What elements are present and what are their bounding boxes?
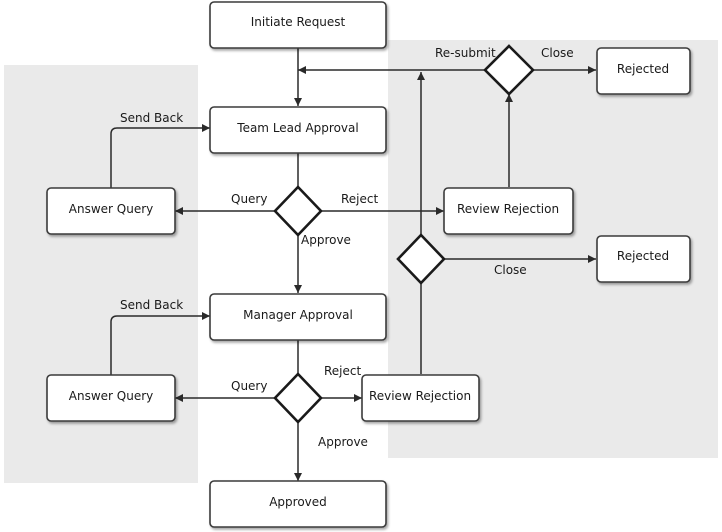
label-close-mid: Close bbox=[494, 263, 527, 277]
node-rejected-mid: Rejected bbox=[596, 235, 691, 283]
node-approved-label: Approved bbox=[269, 495, 327, 509]
node-team-lead-approval: Team Lead Approval bbox=[209, 106, 387, 154]
label-send-back-1: Send Back bbox=[120, 111, 183, 125]
node-team-lead-approval-label: Team Lead Approval bbox=[236, 121, 358, 135]
label-resubmit: Re-submit bbox=[435, 46, 496, 60]
label-query-1: Query bbox=[231, 192, 267, 206]
node-answer-query-1-label: Answer Query bbox=[69, 202, 153, 216]
node-answer-query-2: Answer Query bbox=[46, 374, 176, 422]
node-answer-query-2-label: Answer Query bbox=[69, 389, 153, 403]
node-rejected-top: Rejected bbox=[596, 47, 691, 95]
edge-answerquery2-sendback bbox=[110, 312, 210, 375]
node-review-rejection-1-label: Review Rejection bbox=[457, 202, 559, 216]
node-review-rejection-2: Review Rejection bbox=[361, 374, 480, 422]
node-manager-approval-label: Manager Approval bbox=[243, 308, 353, 322]
label-approve-1: Approve bbox=[301, 233, 351, 247]
node-approved: Approved bbox=[209, 480, 387, 528]
node-answer-query-1: Answer Query bbox=[46, 187, 176, 235]
decisions bbox=[273, 44, 535, 424]
node-manager-approval: Manager Approval bbox=[209, 293, 387, 341]
label-close-top: Close bbox=[541, 46, 574, 60]
node-rejected-top-label: Rejected bbox=[617, 62, 669, 76]
label-reject-2: Reject bbox=[324, 364, 361, 378]
decision-diamond-team-lead bbox=[273, 185, 323, 237]
node-initiate-request: Initiate Request bbox=[209, 1, 387, 49]
label-query-2: Query bbox=[231, 379, 267, 393]
label-reject-1: Reject bbox=[341, 192, 378, 206]
node-review-rejection-2-label: Review Rejection bbox=[369, 389, 471, 403]
decision-diamond-manager bbox=[273, 372, 323, 424]
connectors bbox=[110, 48, 596, 481]
edge-answerquery1-sendback bbox=[110, 124, 210, 188]
label-approve-2: Approve bbox=[318, 435, 368, 449]
decision-diamond-top-right bbox=[483, 44, 535, 96]
edge-labels: Re-submit Close Send Back Query Reject A… bbox=[120, 46, 574, 449]
decision-diamond-mid-right bbox=[396, 233, 446, 285]
node-review-rejection-1: Review Rejection bbox=[443, 187, 574, 235]
node-initiate-request-label: Initiate Request bbox=[251, 15, 346, 29]
node-rejected-mid-label: Rejected bbox=[617, 249, 669, 263]
label-send-back-2: Send Back bbox=[120, 298, 183, 312]
